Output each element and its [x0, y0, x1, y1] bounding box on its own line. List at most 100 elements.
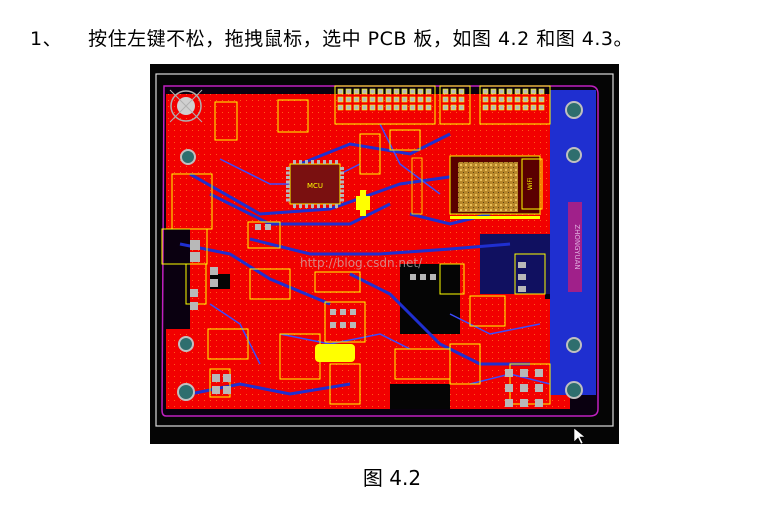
header-pin — [393, 88, 400, 95]
header-pin — [522, 104, 529, 111]
header-pin — [409, 88, 416, 95]
header-pin — [506, 88, 513, 95]
header-pin — [409, 104, 416, 111]
header-pin — [377, 96, 384, 103]
silkscreen-components — [161, 99, 551, 405]
mcu-pins — [286, 160, 344, 208]
header-pin — [401, 96, 408, 103]
header-pin — [450, 88, 457, 95]
header-pin — [425, 88, 432, 95]
header-pin — [369, 104, 376, 111]
step-number: 1、 — [30, 28, 63, 50]
mcu-pin — [340, 194, 344, 197]
mcu-pin — [286, 194, 290, 197]
mcu-pin — [329, 204, 332, 208]
header-pin — [530, 96, 537, 103]
header-pin — [425, 96, 432, 103]
module-pads — [411, 157, 540, 219]
mcu-pin — [335, 160, 338, 164]
watermark: http://blog.csdn.net/ — [300, 256, 423, 270]
mcu-pin — [340, 171, 344, 175]
header-pin — [530, 104, 537, 111]
header-pin — [450, 96, 457, 103]
pin-array — [337, 88, 545, 111]
header-pin — [538, 96, 545, 103]
mcu-pin — [305, 204, 308, 208]
wifi-shield — [458, 162, 518, 212]
header-pin — [353, 88, 360, 95]
header-pin — [506, 104, 513, 111]
mcu-pin — [293, 160, 296, 164]
header-pin — [337, 104, 344, 111]
header-pin — [498, 96, 505, 103]
mouse-cursor-icon — [573, 427, 586, 444]
cutout — [390, 384, 450, 409]
mcu-pin — [286, 171, 290, 175]
header-pin — [345, 104, 352, 111]
header-pin — [385, 96, 392, 103]
module-label-box — [521, 158, 543, 210]
mcu-pin — [340, 176, 344, 179]
mcu-pin — [340, 185, 344, 188]
mcu-pin — [323, 160, 326, 164]
header-pin — [514, 96, 521, 103]
mcu-pin — [286, 176, 290, 179]
header-pin — [482, 104, 489, 111]
header-pin — [530, 88, 537, 95]
header-pin — [490, 104, 497, 111]
header-pin — [450, 104, 457, 111]
pcb-layout-drawing: ZHONGYUAN WiFi — [155, 73, 614, 444]
header-pin — [425, 104, 432, 111]
mounting-holes — [169, 89, 583, 401]
mcu-pin — [286, 180, 290, 184]
mcu-pin — [323, 204, 326, 208]
header-pin — [442, 88, 449, 95]
instruction-line: 1、 按住左键不松，拖拽鼠标，选中 PCB 板，如图 4.2 和图 4.3。 — [30, 24, 633, 51]
mcu-pin — [311, 160, 314, 164]
header-pin — [522, 96, 529, 103]
header-pin — [401, 88, 408, 95]
header-pin — [458, 88, 465, 95]
mcu-pin — [317, 160, 320, 164]
mcu-pin — [329, 160, 332, 164]
header-pin — [514, 104, 521, 111]
header-pin — [498, 88, 505, 95]
header-pin — [490, 88, 497, 95]
header-pin — [385, 88, 392, 95]
header-pin — [393, 104, 400, 111]
side-label-area — [568, 202, 582, 292]
header-pin — [353, 96, 360, 103]
header-pin — [417, 88, 424, 95]
header-pin — [442, 104, 449, 111]
mcu-pin — [293, 204, 296, 208]
header-pin — [353, 104, 360, 111]
header-pin — [385, 104, 392, 111]
instruction-text: 按住左键不松，拖拽鼠标，选中 PCB 板，如图 4.2 和图 4.3。 — [88, 28, 633, 50]
header-pin — [506, 96, 513, 103]
figure-caption: 图 4.2 — [362, 466, 422, 490]
header-pin — [514, 88, 521, 95]
header-pin — [482, 88, 489, 95]
header-pin — [538, 104, 545, 111]
mcu-pin — [340, 198, 344, 202]
header-pin — [498, 104, 505, 111]
mcu-label: MCU — [307, 182, 323, 190]
smd-pads — [190, 224, 543, 407]
mcu-pin — [299, 160, 302, 164]
header-pin — [409, 96, 416, 103]
header-pin — [337, 88, 344, 95]
header-pin — [337, 96, 344, 103]
header-pins — [334, 85, 551, 125]
header-pin — [361, 96, 368, 103]
header-pin — [345, 88, 352, 95]
pcb-screenshot: ZHONGYUAN WiFi — [150, 64, 619, 444]
mcu-pin — [311, 204, 314, 208]
mcu-pin — [305, 160, 308, 164]
mcu-pin — [286, 198, 290, 202]
mcu-pin — [340, 180, 344, 184]
header-pin — [522, 88, 529, 95]
header-pin — [369, 88, 376, 95]
header-pin — [401, 104, 408, 111]
header-pin — [482, 96, 489, 103]
mcu-pin — [335, 204, 338, 208]
